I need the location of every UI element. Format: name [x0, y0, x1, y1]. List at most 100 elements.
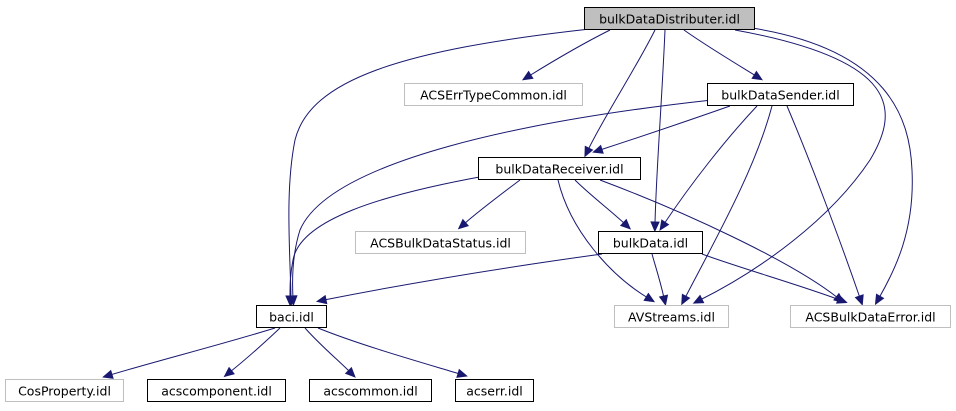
edge-bulkDataDistributer-to-ACSBulkDataError	[751, 27, 913, 306]
edge-bulkDataSender-to-AVStreams	[681, 105, 773, 306]
node-acscomponent[interactable]: acscomponent.idl	[147, 379, 286, 402]
arrowhead	[643, 292, 656, 303]
edge-bulkData-to-ACSBulkDataError	[701, 253, 848, 304]
edge-line	[109, 327, 276, 376]
node-bulkDataReceiver[interactable]: bulkDataReceiver.idl	[478, 157, 641, 180]
nodes-layer: bulkDataDistributer.idlACSErrTypeCommon.…	[5, 7, 951, 402]
edge-bulkDataReceiver-to-ACSBulkDataStatus	[457, 179, 521, 230]
arrowhead	[650, 221, 660, 233]
node-label: baci.idl	[269, 310, 314, 325]
edge-bulkData-to-baci	[315, 253, 603, 305]
node-label: acserr.idl	[466, 384, 523, 399]
node-label: bulkDataReceiver.idl	[495, 162, 623, 177]
edge-line	[651, 253, 665, 299]
node-ACSBulkDataError: ACSBulkDataError.idl	[790, 305, 951, 328]
edge-line	[323, 253, 603, 301]
node-label: bulkDataDistributer.idl	[599, 12, 740, 27]
arrowhead	[522, 70, 534, 81]
node-box	[309, 379, 432, 402]
edge-bulkDataReceiver-to-baci	[285, 175, 486, 307]
node-label: ACSErrTypeCommon.idl	[420, 88, 567, 103]
edge-line	[699, 29, 886, 301]
node-box	[478, 157, 641, 180]
arrowhead	[592, 144, 604, 154]
edge-bulkDataDistributer-to-bulkDataReceiver	[584, 29, 656, 158]
edge-bulkDataSender-to-bulkData	[659, 105, 758, 231]
node-baci[interactable]: baci.idl	[256, 305, 327, 328]
edge-line	[304, 327, 351, 373]
edge-baci-to-acscommon	[304, 327, 356, 378]
edge-bulkDataDistributer-to-bulkData	[650, 29, 666, 233]
node-label: bulkData.idl	[613, 236, 688, 251]
edge-bulkDataReceiver-to-bulkData	[574, 179, 632, 230]
arrowhead	[751, 70, 763, 81]
edge-line	[663, 105, 758, 225]
edge-bulkDataSender-to-baci	[288, 99, 713, 307]
edge-bulkData-to-AVStreams	[651, 253, 669, 307]
arrowhead	[285, 295, 295, 307]
edge-line	[599, 179, 839, 299]
edge-bulkDataDistributer-to-bulkDataSender	[683, 29, 763, 81]
edge-bulkDataDistributer-to-ACSErrTypeCommon	[522, 29, 611, 81]
node-acscommon[interactable]: acscommon.idl	[309, 379, 432, 402]
edge-line	[654, 29, 666, 225]
node-label: acscommon.idl	[323, 384, 417, 399]
edge-line	[751, 27, 913, 299]
edge-baci-to-acserr	[317, 327, 468, 378]
edge-line	[317, 327, 461, 375]
node-bulkDataSender[interactable]: bulkDataSender.idl	[707, 83, 854, 106]
edge-line	[786, 105, 861, 299]
arrowhead	[456, 368, 468, 378]
node-box	[147, 379, 286, 402]
arrowhead	[658, 294, 669, 307]
edge-line	[463, 179, 521, 225]
node-box	[355, 231, 526, 254]
node-bulkDataDistributer[interactable]: bulkDataDistributer.idl	[584, 7, 755, 30]
edge-line	[557, 179, 649, 299]
arrowhead	[584, 145, 594, 158]
edge-line	[587, 29, 656, 151]
arrowhead	[692, 294, 705, 304]
edge-line	[701, 253, 841, 301]
arrowhead	[854, 294, 864, 306]
node-box	[707, 83, 854, 106]
node-ACSErrTypeCommon: ACSErrTypeCommon.idl	[404, 83, 583, 106]
edge-line	[289, 175, 486, 299]
node-CosProperty: CosProperty.idl	[5, 379, 124, 402]
arrowhead	[315, 294, 328, 305]
node-label: bulkDataSender.idl	[721, 88, 839, 103]
edges-layer	[102, 27, 913, 379]
node-box	[598, 231, 703, 254]
node-box	[5, 379, 124, 402]
edge-line	[684, 105, 773, 299]
node-label: CosProperty.idl	[18, 384, 111, 399]
node-ACSBulkDataStatus: ACSBulkDataStatus.idl	[355, 231, 526, 254]
node-box	[614, 305, 729, 328]
node-label: AVStreams.idl	[628, 310, 715, 325]
edge-line	[292, 99, 713, 299]
node-bulkData[interactable]: bulkData.idl	[598, 231, 703, 254]
node-acserr[interactable]: acserr.idl	[455, 379, 534, 402]
node-box	[404, 83, 583, 106]
arrowhead	[102, 369, 114, 379]
node-box	[790, 305, 951, 328]
edge-line	[599, 105, 731, 151]
edge-line	[528, 29, 611, 77]
arrowhead	[619, 218, 632, 230]
edge-line	[683, 29, 757, 77]
node-box	[584, 7, 755, 30]
arrowhead	[344, 366, 356, 378]
edge-baci-to-acscomponent	[223, 327, 281, 378]
node-label: ACSBulkDataError.idl	[805, 310, 935, 325]
arrowhead	[681, 293, 691, 306]
node-AVStreams: AVStreams.idl	[614, 305, 729, 328]
arrowhead	[659, 219, 670, 231]
edge-line	[288, 28, 591, 299]
edge-bulkDataSender-to-bulkDataReceiver	[592, 105, 731, 154]
edge-line	[229, 327, 281, 373]
edge-bulkDataSender-to-ACSBulkDataError	[786, 105, 864, 306]
edge-baci-to-CosProperty	[102, 327, 276, 379]
edge-line	[574, 179, 626, 225]
node-label: acscomponent.idl	[161, 384, 272, 399]
